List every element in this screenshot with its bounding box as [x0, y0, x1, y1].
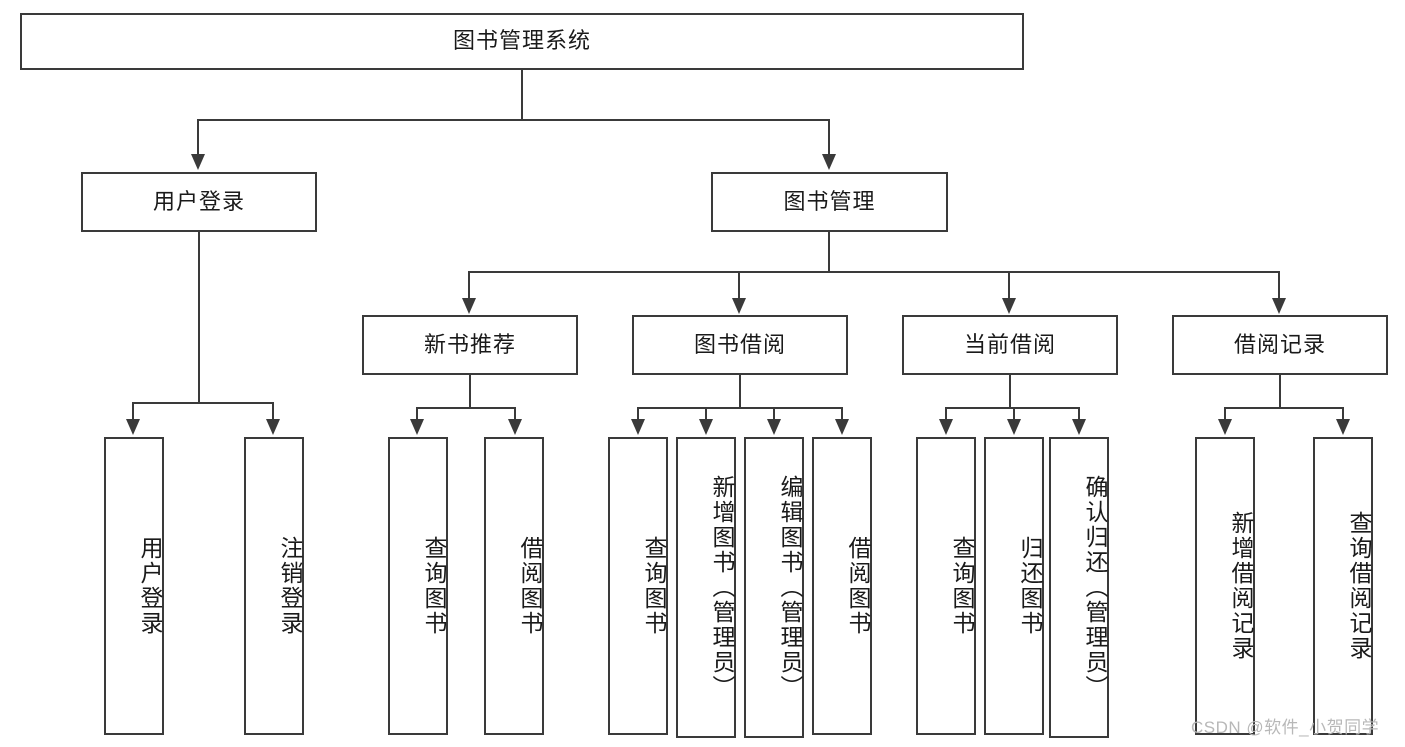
leaf-br-query-record[interactable]: 查询借阅记录	[1313, 437, 1373, 735]
node-label: 查询借阅记录	[1346, 511, 1372, 661]
arrowhead-book-borrow	[732, 298, 746, 314]
edge-book-borrow-stem	[739, 375, 741, 408]
node-label: 借阅记录	[1233, 331, 1326, 357]
node-label: 当前借阅	[963, 331, 1056, 357]
edge-bm-to-book-borrow	[738, 271, 740, 301]
arrowhead-br-leaf-1	[1218, 419, 1232, 435]
edge-user-login-to-leaf-2	[272, 402, 274, 422]
node-user-login[interactable]: 用户登录	[81, 172, 317, 232]
edge-borrow-record-bus	[1224, 407, 1343, 409]
node-label: 编辑图书（管理员）	[777, 475, 803, 700]
leaf-cb-return-book[interactable]: 归还图书	[984, 437, 1044, 735]
edge-cb-to-leaf-1	[945, 407, 947, 422]
node-label: 图书管理	[783, 188, 876, 214]
arrowhead-bb-leaf-3	[767, 419, 781, 435]
edge-user-login-stem	[198, 232, 200, 403]
arrowhead-nb-leaf-2	[508, 419, 522, 435]
edge-root-to-user-login	[197, 119, 199, 157]
edge-book-borrow-bus	[637, 407, 842, 409]
arrowhead-bb-leaf-1	[631, 419, 645, 435]
edge-book-management-bus	[468, 271, 1280, 273]
edge-new-book-stem	[469, 375, 471, 408]
edge-bb-to-leaf-1	[637, 407, 639, 422]
edge-new-book-bus	[416, 407, 516, 409]
leaf-bb-query-book[interactable]: 查询图书	[608, 437, 668, 735]
node-label: 归还图书	[1017, 536, 1043, 636]
edge-br-to-leaf-1	[1224, 407, 1226, 422]
node-borrow-record[interactable]: 借阅记录	[1172, 315, 1388, 375]
leaf-cb-query-book[interactable]: 查询图书	[916, 437, 976, 735]
edge-user-login-to-leaf-1	[132, 402, 134, 422]
leaf-bb-borrow-book[interactable]: 借阅图书	[812, 437, 872, 735]
node-label: 查询图书	[641, 536, 667, 636]
arrowhead-cb-leaf-2	[1007, 419, 1021, 435]
arrowhead-leaf-user-login	[126, 419, 140, 435]
arrowhead-user-login	[191, 154, 205, 170]
edge-root-stem	[521, 70, 523, 120]
leaf-cb-confirm-return-admin[interactable]: 确认归还（管理员）	[1049, 437, 1109, 738]
node-book-management[interactable]: 图书管理	[711, 172, 948, 232]
node-label: 新增图书（管理员）	[709, 475, 735, 700]
leaf-nb-query-book[interactable]: 查询图书	[388, 437, 448, 735]
node-book-borrow[interactable]: 图书借阅	[632, 315, 848, 375]
arrowhead-book-management	[822, 154, 836, 170]
arrowhead-nb-leaf-1	[410, 419, 424, 435]
node-label: 借阅图书	[845, 536, 871, 636]
edge-bm-to-current-borrow	[1008, 271, 1010, 301]
edge-user-login-bus	[132, 402, 274, 404]
edge-cb-to-leaf-2	[1013, 407, 1015, 422]
arrowhead-cb-leaf-3	[1072, 419, 1086, 435]
node-label: 用户登录	[137, 536, 163, 636]
node-label: 确认归还（管理员）	[1082, 475, 1108, 700]
node-label: 查询图书	[421, 536, 447, 636]
edge-nb-to-leaf-2	[514, 407, 516, 422]
edge-nb-to-leaf-1	[416, 407, 418, 422]
arrowhead-borrow-record	[1272, 298, 1286, 314]
leaf-user-login[interactable]: 用户登录	[104, 437, 164, 735]
edge-borrow-record-stem	[1279, 375, 1281, 408]
csdn-watermark: CSDN @软件_小贺同学	[1191, 718, 1380, 737]
leaf-br-add-record[interactable]: 新增借阅记录	[1195, 437, 1255, 735]
arrowhead-new-book-recommend	[462, 298, 476, 314]
node-label: 用户登录	[152, 188, 245, 214]
edge-cb-to-leaf-3	[1078, 407, 1080, 422]
edge-bb-to-leaf-2	[705, 407, 707, 422]
edge-bb-to-leaf-4	[841, 407, 843, 422]
node-label: 图书借阅	[693, 331, 786, 357]
node-label: 新书推荐	[423, 331, 516, 357]
arrowhead-bb-leaf-2	[699, 419, 713, 435]
node-label: 查询图书	[949, 536, 975, 636]
edge-current-borrow-stem	[1009, 375, 1011, 408]
node-label: 新增借阅记录	[1228, 511, 1254, 661]
node-label: 图书管理系统	[452, 28, 591, 54]
arrowhead-br-leaf-2	[1336, 419, 1350, 435]
arrowhead-current-borrow	[1002, 298, 1016, 314]
leaf-bb-add-book-admin[interactable]: 新增图书（管理员）	[676, 437, 736, 738]
edge-current-borrow-bus	[945, 407, 1078, 409]
node-label: 注销登录	[277, 536, 303, 636]
node-root-book-management-system[interactable]: 图书管理系统	[20, 13, 1024, 70]
edge-book-management-stem	[828, 232, 830, 272]
arrowhead-cb-leaf-1	[939, 419, 953, 435]
arrowhead-bb-leaf-4	[835, 419, 849, 435]
leaf-bb-edit-book-admin[interactable]: 编辑图书（管理员）	[744, 437, 804, 738]
node-label: 借阅图书	[517, 536, 543, 636]
edge-bm-to-borrow-record	[1278, 271, 1280, 301]
edge-root-to-book-management	[828, 119, 830, 157]
node-new-book-recommend[interactable]: 新书推荐	[362, 315, 578, 375]
edge-root-bus	[197, 119, 830, 121]
edge-br-to-leaf-2	[1342, 407, 1344, 422]
node-current-borrow[interactable]: 当前借阅	[902, 315, 1118, 375]
edge-bm-to-new-book	[468, 271, 470, 301]
leaf-logout[interactable]: 注销登录	[244, 437, 304, 735]
arrowhead-leaf-logout	[266, 419, 280, 435]
edge-bb-to-leaf-3	[773, 407, 775, 422]
leaf-nb-borrow-book[interactable]: 借阅图书	[484, 437, 544, 735]
